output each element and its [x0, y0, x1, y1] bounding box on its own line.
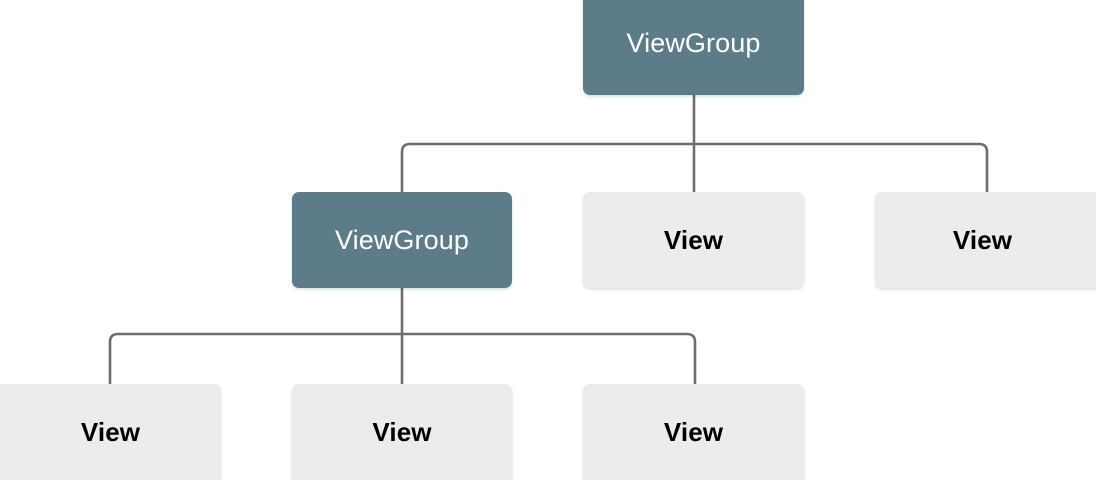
node-child-view-right[interactable]: View [875, 192, 1096, 288]
node-child-viewgroup[interactable]: ViewGroup [292, 192, 512, 288]
edge-bus2-right-to-view [402, 332, 697, 384]
node-grandchild-view-center[interactable]: View [292, 384, 512, 480]
node-label: View [663, 225, 724, 255]
node-label: View [952, 225, 1013, 255]
edge-bus-left-to-viewgroup [400, 142, 694, 192]
node-label: View [80, 417, 141, 447]
node-grandchild-view-right[interactable]: View [583, 384, 804, 480]
node-label: ViewGroup [626, 28, 761, 58]
node-root-viewgroup[interactable]: ViewGroup [583, 0, 804, 95]
node-grandchild-view-left[interactable]: View [0, 384, 221, 480]
node-label: View [372, 417, 432, 447]
edge-bus-right-to-view [694, 142, 989, 192]
node-child-view-center[interactable]: View [583, 192, 804, 288]
node-label: View [663, 417, 724, 447]
node-label: ViewGroup [335, 224, 469, 255]
edge-bus2-left-to-view [108, 332, 402, 384]
